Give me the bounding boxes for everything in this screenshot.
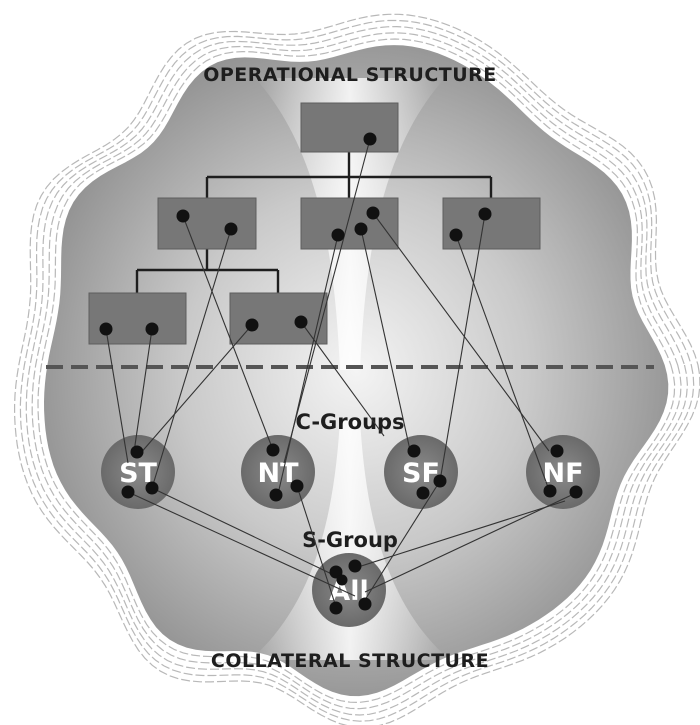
member-dot — [331, 228, 345, 242]
sf-group-circle — [384, 435, 458, 509]
member-dot — [550, 444, 564, 458]
member-dot — [543, 484, 557, 498]
collateral-structure-title: COLLATERAL STRUCTURE — [211, 650, 489, 672]
org-box-mid-left — [157, 197, 257, 250]
member-dot — [354, 222, 368, 236]
s-group-label: S-Group — [302, 528, 398, 552]
member-connections — [105, 138, 579, 611]
member-dot — [336, 574, 348, 586]
org-box-mid-right — [442, 197, 541, 250]
member-dot — [407, 444, 421, 458]
member-dot — [145, 322, 159, 336]
nf-label: NF — [542, 458, 583, 489]
member-dot — [130, 445, 144, 459]
member-dot — [433, 474, 447, 488]
member-dot — [366, 206, 380, 220]
org-box-low-right — [229, 292, 328, 345]
c-groups-label: C-Groups — [295, 410, 404, 434]
member-dot — [449, 228, 463, 242]
member-dot — [176, 209, 190, 223]
member-dot — [290, 479, 304, 493]
member-dot — [121, 485, 135, 499]
bottom-funnel-highlight — [250, 420, 450, 660]
member-dots — [99, 132, 583, 615]
member-dot — [294, 315, 308, 329]
org-box-top — [300, 102, 399, 153]
org-box-low-left — [88, 292, 187, 345]
member-dot — [569, 485, 583, 499]
operational-structure-title: OPERATIONAL STRUCTURE — [203, 64, 497, 86]
member-dot — [348, 559, 362, 573]
org-chart-connectors — [135, 152, 493, 293]
member-dot — [416, 486, 430, 500]
member-dot — [224, 222, 238, 236]
member-dot — [478, 207, 492, 221]
member-dot — [358, 597, 372, 611]
member-dot — [363, 132, 377, 146]
org-box-mid-center — [300, 197, 399, 250]
member-dot — [269, 488, 283, 502]
hatched-border — [14, 13, 700, 725]
member-dot — [245, 318, 259, 332]
member-dot — [145, 481, 159, 495]
sf-label: SF — [402, 458, 440, 489]
member-dot — [266, 443, 280, 457]
member-dot — [99, 322, 113, 336]
member-dot — [329, 601, 343, 615]
